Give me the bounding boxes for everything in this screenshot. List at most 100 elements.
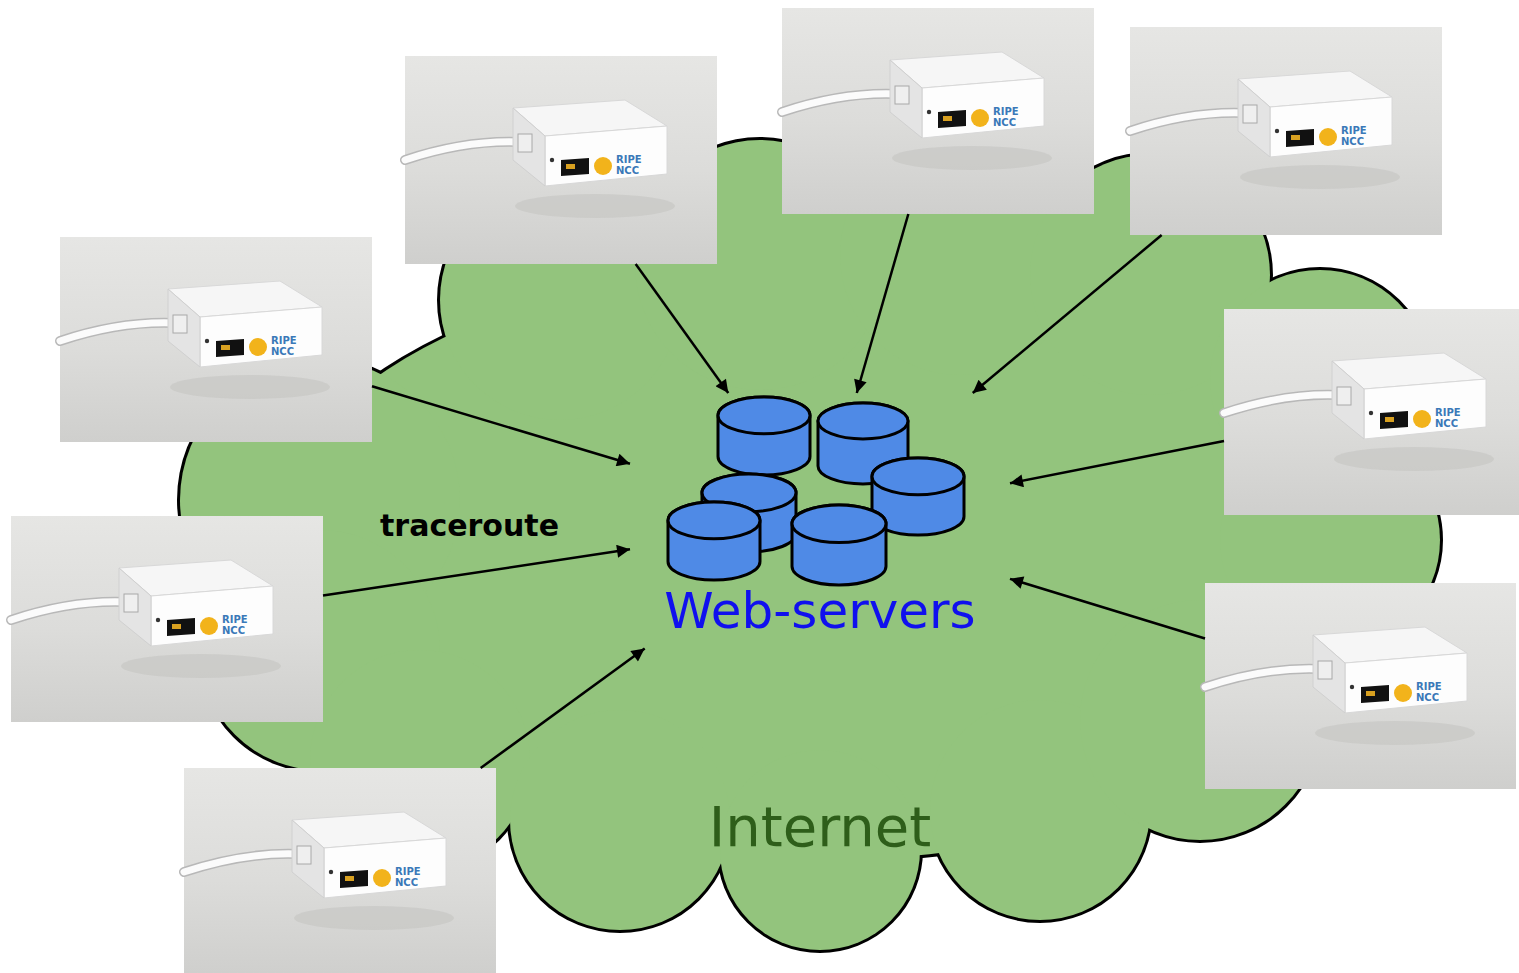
logo-dot bbox=[1394, 684, 1412, 702]
reflection bbox=[515, 194, 675, 218]
cable bbox=[184, 854, 298, 872]
probe-photo bbox=[11, 516, 323, 722]
reflection bbox=[1334, 447, 1494, 471]
probe-photo bbox=[1205, 583, 1516, 789]
probe-photo bbox=[405, 56, 717, 264]
cylinder-top bbox=[718, 397, 810, 434]
ethernet-plug bbox=[1243, 105, 1257, 123]
cable-edge bbox=[184, 854, 298, 872]
usb-port bbox=[340, 870, 368, 888]
port-detail bbox=[1366, 691, 1375, 696]
port-detail bbox=[1291, 135, 1300, 140]
arrow-connector bbox=[323, 549, 630, 595]
device-side bbox=[119, 568, 151, 646]
ethernet-plug bbox=[1318, 661, 1332, 679]
device-hole bbox=[1275, 129, 1279, 133]
device-side bbox=[890, 60, 922, 138]
logo-dot bbox=[971, 109, 989, 127]
cable bbox=[405, 142, 519, 160]
cable-edge bbox=[1224, 395, 1338, 413]
reflection bbox=[1315, 721, 1475, 745]
logo-text: RIPE NCC bbox=[222, 615, 248, 636]
database-cylinder bbox=[668, 502, 760, 580]
device-side bbox=[292, 820, 324, 898]
logo-text: RIPE NCC bbox=[395, 867, 421, 888]
logo-text: RIPE NCC bbox=[271, 336, 297, 357]
device-front bbox=[1345, 653, 1467, 713]
server-label: Web-servers bbox=[664, 583, 975, 641]
device-hole bbox=[156, 618, 160, 622]
logo-dot bbox=[1319, 128, 1337, 146]
device-side bbox=[513, 108, 545, 186]
device-front bbox=[324, 838, 446, 898]
usb-port bbox=[167, 618, 195, 636]
logo-text: RIPE NCC bbox=[1416, 682, 1442, 703]
port-detail bbox=[221, 345, 230, 350]
logo-text: RIPE NCC bbox=[993, 107, 1019, 128]
device-hole bbox=[1369, 411, 1373, 415]
web-server-cluster: Web-servers bbox=[630, 393, 1010, 649]
probe-photo-box: RIPE NCC bbox=[184, 768, 496, 973]
cloud-label: Internet bbox=[709, 795, 931, 859]
port-detail bbox=[943, 116, 952, 121]
arrow-connector bbox=[1010, 579, 1205, 639]
arrow-connector bbox=[372, 386, 630, 463]
arrow-connector bbox=[1010, 441, 1224, 483]
cylinder-top bbox=[668, 502, 760, 539]
device-hole bbox=[329, 870, 333, 874]
cable bbox=[1205, 669, 1319, 687]
device-front bbox=[1270, 97, 1392, 157]
device-hole bbox=[550, 158, 554, 162]
port-detail bbox=[172, 624, 181, 629]
probe-photo bbox=[782, 8, 1094, 214]
probe-photo-box: RIPE NCC bbox=[1205, 583, 1516, 789]
cable bbox=[1224, 395, 1338, 413]
edge-label: traceroute bbox=[377, 509, 562, 544]
reflection bbox=[1240, 165, 1400, 189]
reflection bbox=[121, 654, 281, 678]
cable-edge bbox=[782, 94, 896, 112]
device-front bbox=[200, 307, 322, 367]
arrow-connector bbox=[973, 235, 1162, 393]
usb-port bbox=[1380, 411, 1408, 429]
logo-dot bbox=[373, 869, 391, 887]
cable bbox=[782, 94, 896, 112]
probe-photo bbox=[1130, 27, 1442, 235]
logo-dot bbox=[249, 338, 267, 356]
device-hole bbox=[927, 110, 931, 114]
logo-dot bbox=[1413, 410, 1431, 428]
probe-photo-box: RIPE NCC bbox=[782, 8, 1094, 214]
device-hole bbox=[205, 339, 209, 343]
ethernet-plug bbox=[518, 134, 532, 152]
cable-edge bbox=[405, 142, 519, 160]
reflection bbox=[170, 375, 330, 399]
cable bbox=[1130, 113, 1244, 131]
cable-edge bbox=[1130, 113, 1244, 131]
cable-edge bbox=[1205, 669, 1319, 687]
device-side bbox=[1313, 635, 1345, 713]
usb-port bbox=[216, 339, 244, 357]
ethernet-plug bbox=[173, 315, 187, 333]
probe-photo-box: RIPE NCC bbox=[1224, 309, 1519, 515]
device-front bbox=[545, 126, 667, 186]
logo-text: RIPE NCC bbox=[616, 155, 642, 176]
cable bbox=[11, 602, 125, 620]
usb-port bbox=[1286, 129, 1314, 147]
cylinder-top bbox=[818, 403, 908, 439]
ethernet-plug bbox=[895, 86, 909, 104]
probe-photo bbox=[1224, 309, 1519, 515]
ethernet-plug bbox=[124, 594, 138, 612]
cable-edge bbox=[11, 602, 125, 620]
device-front bbox=[1364, 379, 1486, 439]
probe-photo bbox=[60, 237, 372, 442]
device-side bbox=[168, 289, 200, 367]
probe-photo-box: RIPE NCC bbox=[60, 237, 372, 442]
arrow-connector bbox=[636, 264, 729, 393]
ethernet-plug bbox=[1337, 387, 1351, 405]
logo-dot bbox=[200, 617, 218, 635]
arrow-connector bbox=[481, 649, 645, 769]
cylinder-top bbox=[872, 458, 964, 495]
device-side bbox=[1332, 361, 1364, 439]
probe-photo-box: RIPE NCC bbox=[11, 516, 323, 722]
database-cylinder bbox=[792, 505, 886, 585]
